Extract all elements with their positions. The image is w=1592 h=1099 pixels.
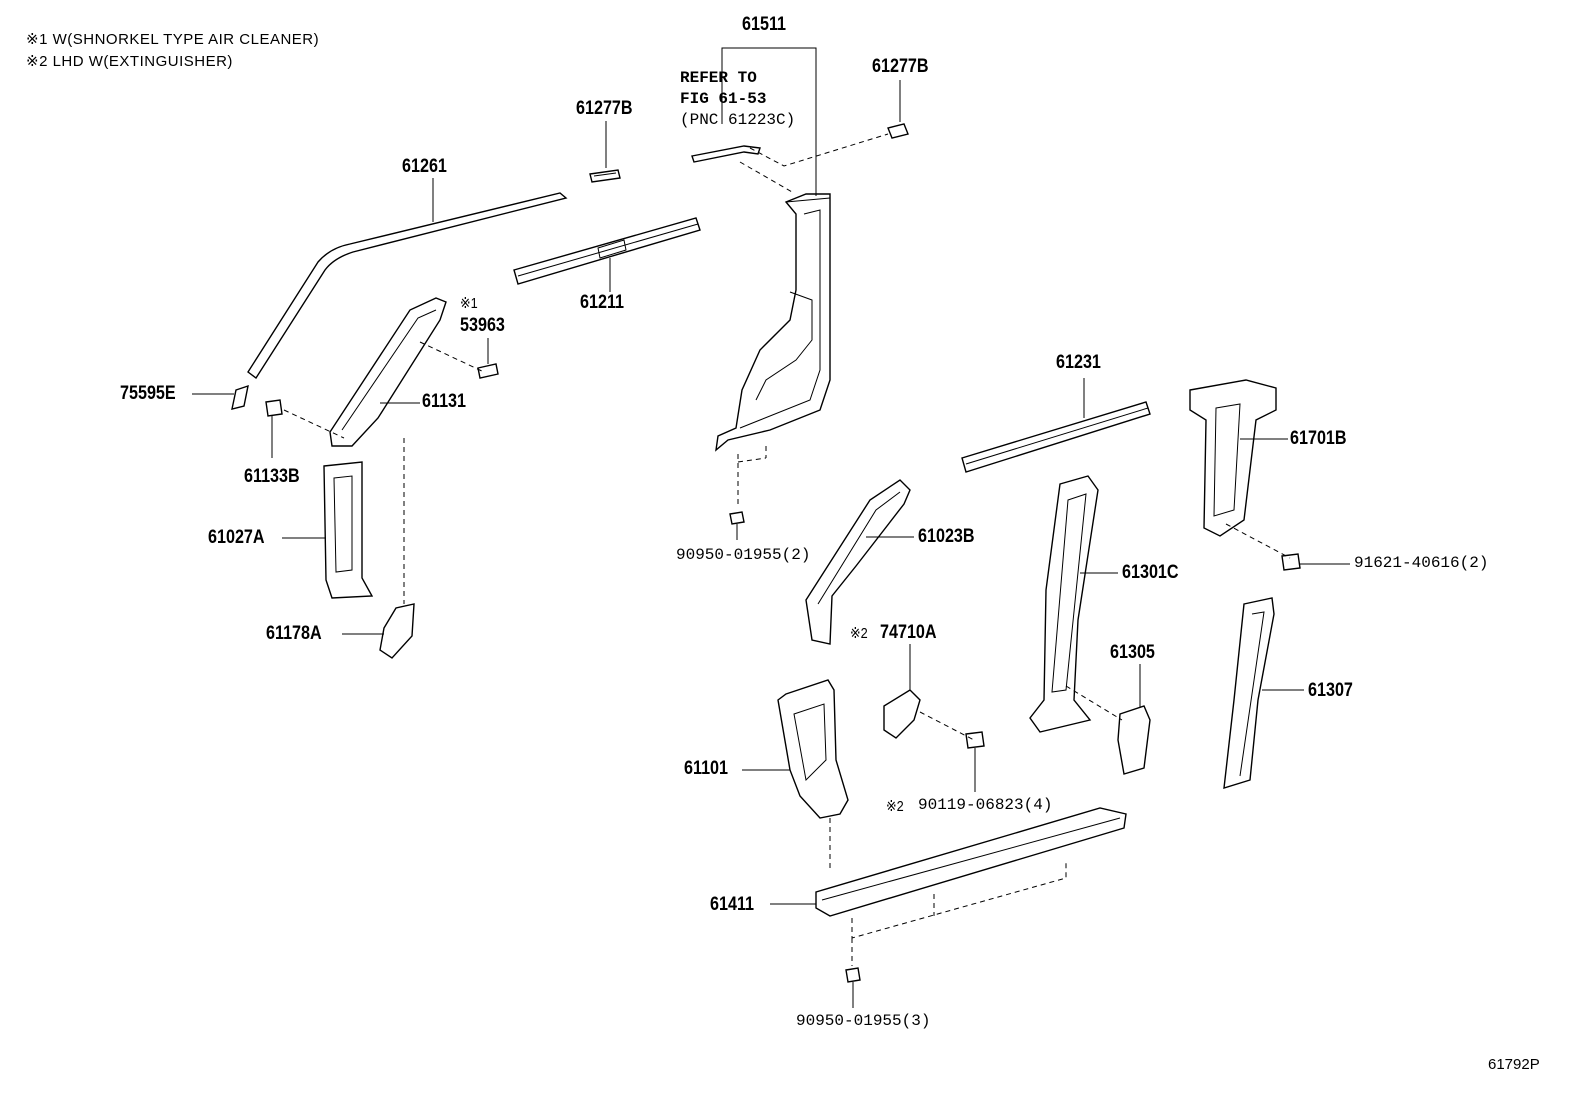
- label-74710A[interactable]: 74710A: [880, 622, 937, 643]
- label-90950-lower[interactable]: 90950-01955(3): [796, 1012, 931, 1030]
- part-61701B-drawing: [1189, 379, 1291, 559]
- label-90119-note: ※2: [886, 798, 904, 815]
- label-53963[interactable]: 53963: [460, 315, 505, 336]
- label-61261[interactable]: 61261: [402, 156, 447, 177]
- label-61131[interactable]: 61131: [422, 391, 467, 412]
- part-61231-drawing: [961, 378, 1151, 473]
- part-90950-lower-drawing: [845, 967, 861, 1008]
- part-53963-drawing: [477, 338, 499, 379]
- label-61411[interactable]: 61411: [710, 894, 755, 915]
- label-53963-note: ※1: [460, 295, 478, 312]
- label-74710A-note: ※2: [850, 625, 868, 642]
- part-61131-drawing: [329, 297, 485, 604]
- label-61178A[interactable]: 61178A: [266, 623, 322, 644]
- part-61178A-drawing: [342, 603, 415, 659]
- part-90950-upper-drawing: [729, 511, 745, 540]
- label-61023B[interactable]: 61023B: [918, 526, 975, 547]
- label-61305[interactable]: 61305: [1110, 642, 1155, 663]
- label-90950-upper[interactable]: 90950-01955(2): [676, 546, 811, 564]
- note-1: ※1 W(SHNORKEL TYPE AIR CLEANER): [26, 31, 320, 48]
- part-61301C-drawing: [1029, 475, 1123, 733]
- label-61277B-right[interactable]: 61277B: [872, 56, 929, 77]
- label-61511[interactable]: 61511: [742, 14, 787, 35]
- part-61023B-drawing: [805, 479, 914, 645]
- part-61277B-right-drawing: [749, 80, 909, 167]
- part-74710A-drawing: [883, 644, 975, 741]
- part-61101-drawing: [742, 679, 849, 872]
- reference-line-2: FIG 61-53: [680, 90, 767, 108]
- part-90119-drawing: [965, 731, 985, 792]
- label-61301C[interactable]: 61301C: [1122, 562, 1179, 583]
- part-61511-drawing: [715, 47, 831, 505]
- label-61133B[interactable]: 61133B: [244, 466, 300, 487]
- label-61701B[interactable]: 61701B: [1290, 428, 1347, 449]
- label-91621[interactable]: 91621-40616(2): [1354, 554, 1489, 572]
- part-61277B-left-drawing: [589, 121, 621, 183]
- part-61027A-drawing: [282, 461, 374, 599]
- reference-line-1: REFER TO: [680, 69, 757, 87]
- label-75595E[interactable]: 75595E: [120, 383, 176, 404]
- part-61133B-drawing: [265, 399, 345, 458]
- figure-number: 61792P: [1488, 1056, 1540, 1073]
- part-61307-drawing: [1223, 597, 1304, 789]
- part-75595E-drawing: [192, 384, 249, 410]
- label-61211[interactable]: 61211: [580, 292, 625, 313]
- label-61277B-left[interactable]: 61277B: [576, 98, 633, 119]
- part-61411-drawing: [770, 807, 1127, 966]
- label-61027A[interactable]: 61027A: [208, 527, 265, 548]
- label-61231[interactable]: 61231: [1056, 352, 1101, 373]
- label-90119[interactable]: 90119-06823(4): [918, 796, 1053, 814]
- label-61101[interactable]: 61101: [684, 758, 729, 779]
- label-61307[interactable]: 61307: [1308, 680, 1353, 701]
- reference-line-3: (PNC 61223C): [680, 111, 796, 129]
- part-91621-drawing: [1281, 553, 1350, 571]
- part-61211-drawing: [513, 217, 701, 292]
- note-2: ※2 LHD W(EXTINGUISHER): [26, 53, 233, 70]
- part-61261-drawing: [247, 178, 568, 380]
- ref-61223C-drawing: [691, 145, 793, 193]
- part-61305-drawing: [1117, 664, 1151, 775]
